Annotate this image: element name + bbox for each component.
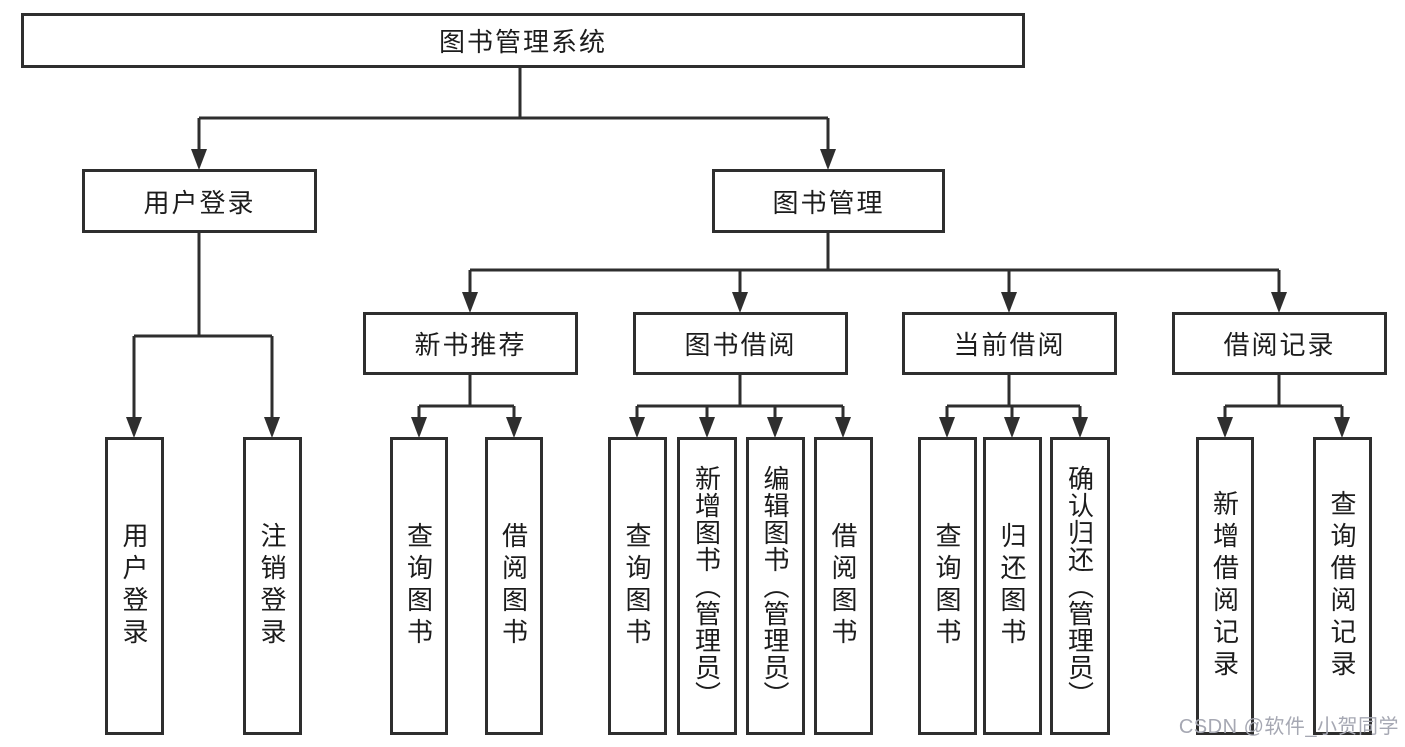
leaf-borrowing-borrow-books: 借阅图书 bbox=[814, 437, 873, 735]
leaf-return-book: 归还图书 bbox=[983, 437, 1042, 735]
leaf-current-query-books: 查询图书 bbox=[918, 437, 977, 735]
leaf-add-borrow-record-label: 新增借阅记录 bbox=[1209, 490, 1240, 682]
node-current-borrowing: 当前借阅 bbox=[902, 312, 1117, 375]
node-current-borrowing-label: 当前借阅 bbox=[953, 330, 1066, 360]
node-new-book-recommend: 新书推荐 bbox=[363, 312, 578, 375]
edge-newbook-to-leaves bbox=[417, 375, 516, 419]
leaf-confirm-return-admin: 确认归还（管理员） bbox=[1050, 437, 1110, 735]
leaf-user-login-label: 用户登录 bbox=[119, 522, 149, 650]
edge-bookmgmt-to-level3 bbox=[468, 233, 1281, 294]
leaf-query-borrow-record-label: 查询借阅记录 bbox=[1327, 490, 1357, 682]
leaf-newbook-query-books: 查询图书 bbox=[390, 437, 448, 735]
node-book-borrowing-label: 图书借阅 bbox=[684, 330, 797, 360]
node-book-management: 图书管理 bbox=[712, 169, 945, 233]
leaf-add-book-admin: 新增图书（管理员） bbox=[677, 437, 737, 735]
leaf-newbook-query-books-label: 查询图书 bbox=[403, 522, 434, 650]
node-new-book-recommend-label: 新书推荐 bbox=[414, 330, 527, 360]
leaf-newbook-borrow-books: 借阅图书 bbox=[485, 437, 543, 735]
edge-userlogin-to-leaves bbox=[132, 233, 274, 419]
csdn-watermark: CSDN @软件_小贺同学 bbox=[1178, 716, 1399, 738]
edge-current-to-leaves bbox=[945, 375, 1082, 419]
leaf-logout: 注销登录 bbox=[243, 437, 302, 735]
leaf-borrowing-query-books-label: 查询图书 bbox=[622, 522, 652, 650]
edge-borrowing-to-leaves bbox=[635, 375, 845, 419]
node-user-login: 用户登录 bbox=[82, 169, 317, 233]
leaf-add-book-admin-label: 新增图书（管理员） bbox=[691, 464, 722, 708]
leaf-edit-book-admin: 编辑图书（管理员） bbox=[746, 437, 805, 735]
edge-root-to-level2 bbox=[197, 68, 830, 152]
leaf-borrowing-borrow-books-label: 借阅图书 bbox=[828, 522, 858, 650]
leaf-query-borrow-record: 查询借阅记录 bbox=[1313, 437, 1372, 735]
leaf-user-login: 用户登录 bbox=[105, 437, 164, 735]
node-borrowing-records-label: 借阅记录 bbox=[1223, 330, 1336, 360]
leaf-logout-label: 注销登录 bbox=[257, 522, 287, 650]
node-book-management-label: 图书管理 bbox=[772, 187, 885, 218]
leaf-add-borrow-record: 新增借阅记录 bbox=[1196, 437, 1254, 735]
node-book-borrowing: 图书借阅 bbox=[633, 312, 848, 375]
leaf-newbook-borrow-books-label: 借阅图书 bbox=[498, 522, 529, 650]
leaf-confirm-return-admin-label: 确认归还（管理员） bbox=[1064, 464, 1095, 708]
node-library-management-system-label: 图书管理系统 bbox=[438, 27, 607, 57]
leaf-borrowing-query-books: 查询图书 bbox=[608, 437, 667, 735]
arrowheads bbox=[126, 149, 1350, 438]
node-borrowing-records: 借阅记录 bbox=[1172, 312, 1387, 375]
leaf-return-book-label: 归还图书 bbox=[997, 522, 1027, 650]
node-library-management-system: 图书管理系统 bbox=[21, 13, 1025, 68]
edge-records-to-leaves bbox=[1223, 375, 1344, 419]
leaf-edit-book-admin-label: 编辑图书（管理员） bbox=[760, 464, 790, 708]
node-user-login-label: 用户登录 bbox=[143, 187, 256, 218]
leaf-current-query-books-label: 查询图书 bbox=[932, 522, 962, 650]
